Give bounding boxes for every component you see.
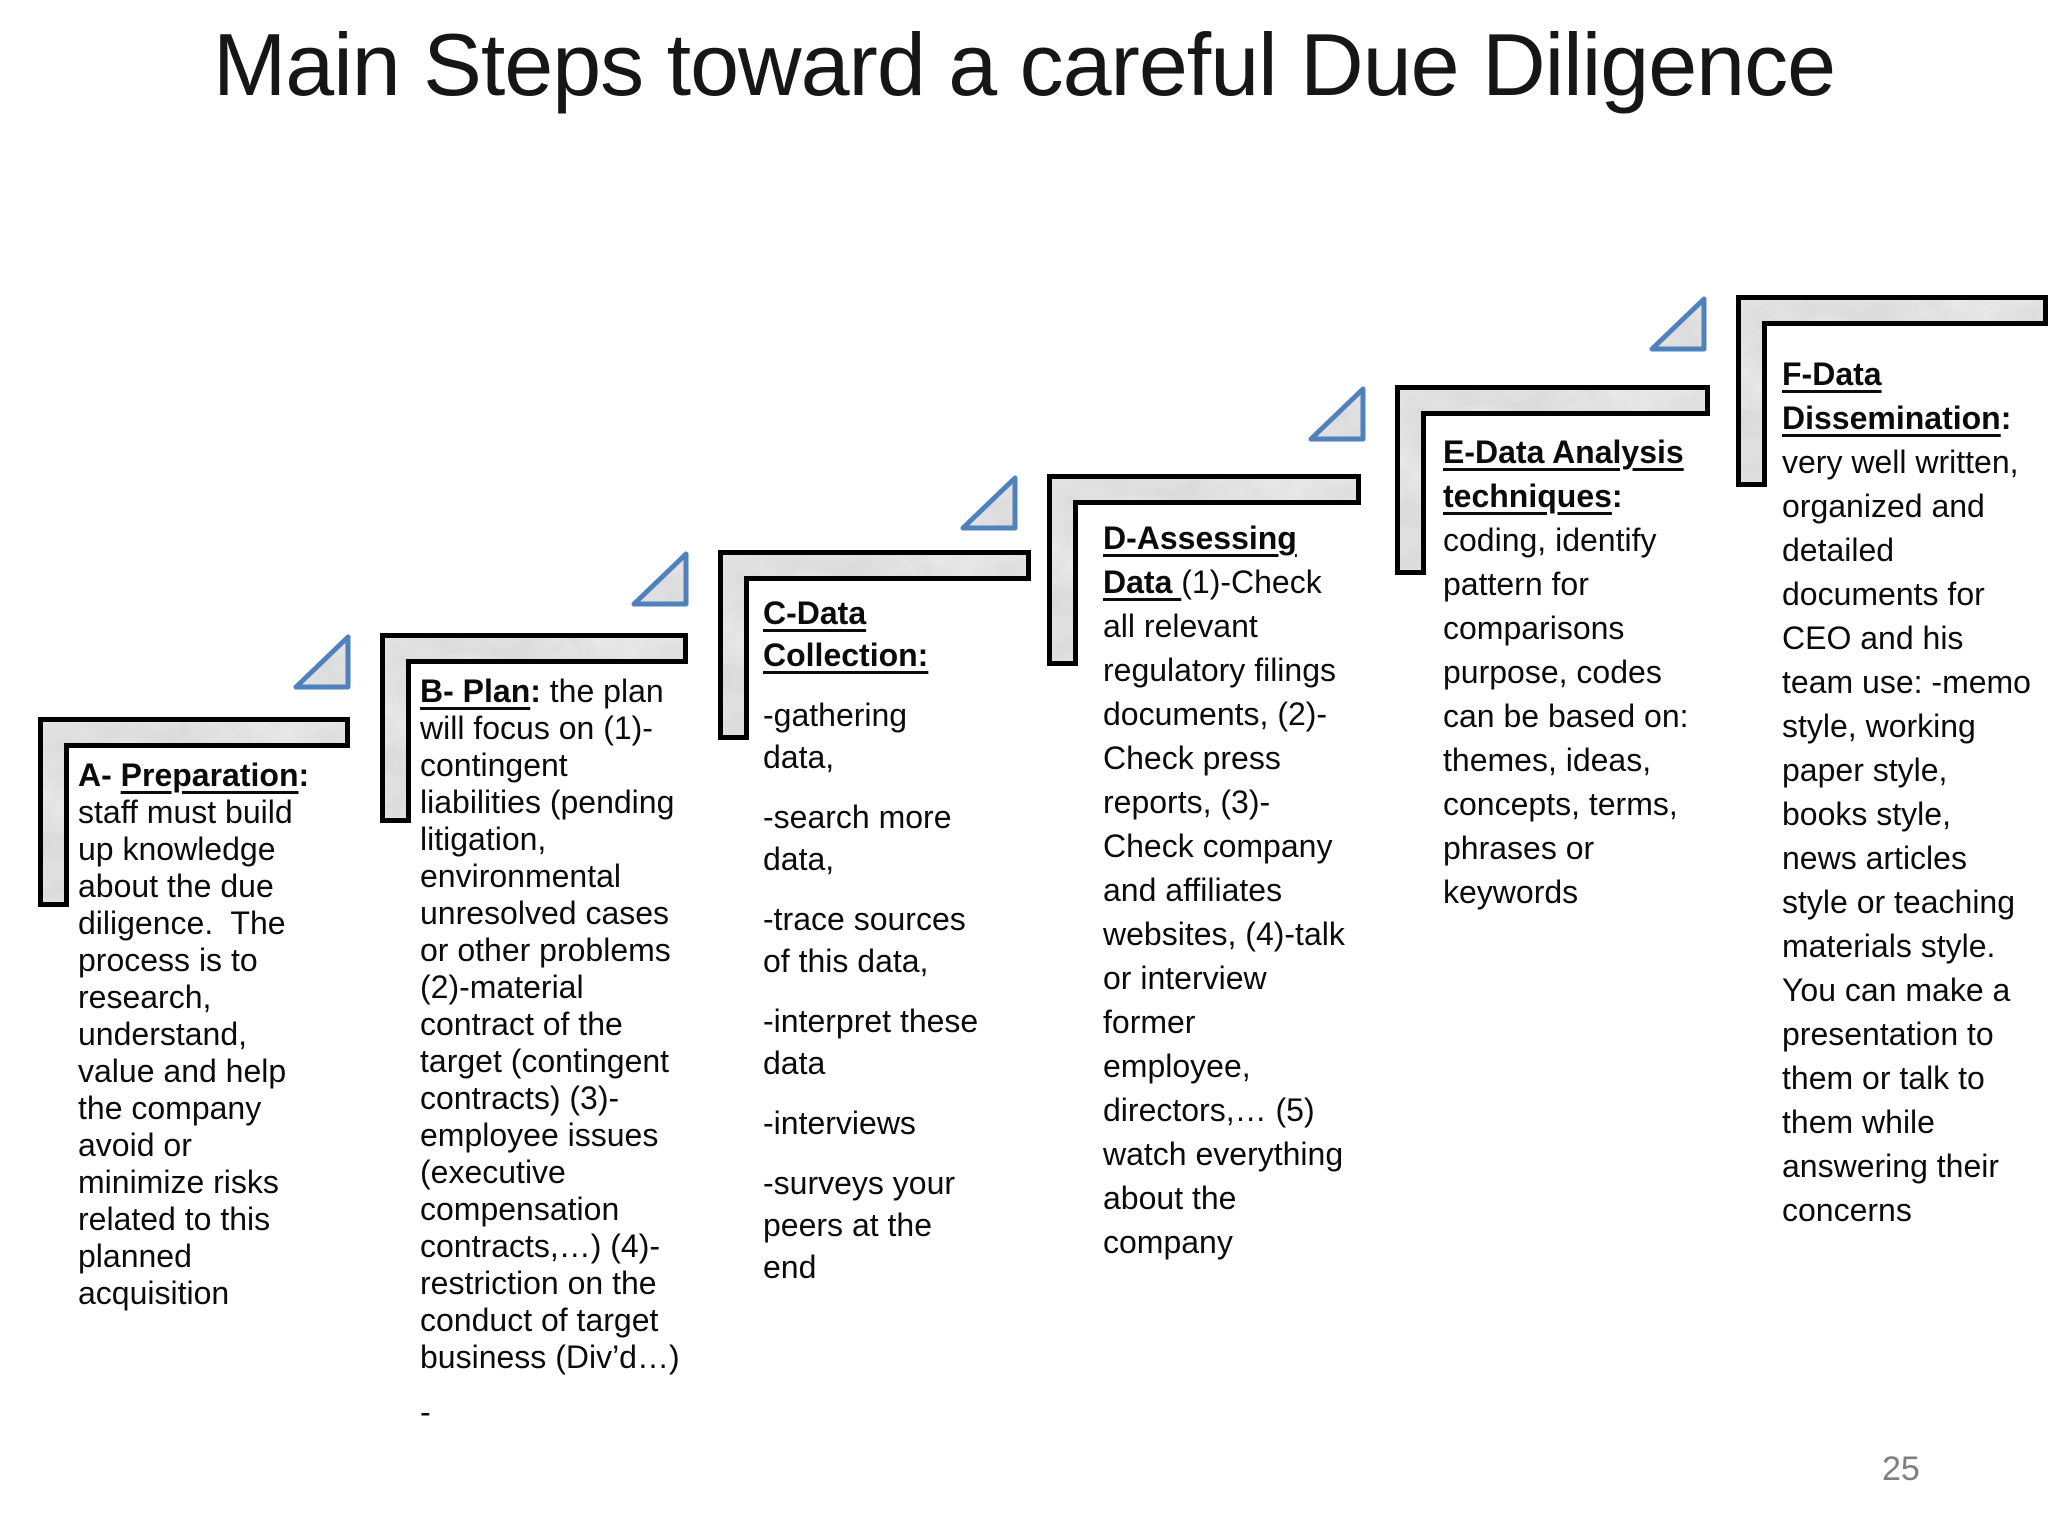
step-body: coding, identify pattern for comparisons… (1443, 522, 1689, 910)
step-corner-shape (38, 717, 350, 907)
step-corner-shape (718, 550, 1031, 740)
step-heading-suffix: : (298, 757, 310, 793)
step-text: B- Plan: the plan will focus on (1)-cont… (420, 673, 688, 1431)
step-text: F-Data Dissemination: very well written,… (1782, 352, 2034, 1232)
step-corner-shape (1736, 295, 2048, 487)
step-body: staff must build up knowledge about the … (78, 794, 293, 1311)
step-text: D-Assessing Data (1)-Check all relevant … (1103, 516, 1345, 1264)
step-triangle-marker (293, 634, 351, 690)
step-corner-shape (1047, 474, 1361, 666)
step-paragraph: -interpret these data (763, 1003, 979, 1081)
step-heading: F-Data Dissemination (1782, 356, 2001, 436)
step-heading: D-Assessing Data (1103, 520, 1297, 600)
step-paragraph: -trace sources of this data, (763, 901, 966, 979)
step-heading-suffix: : (1611, 478, 1623, 514)
step-paragraph: -search more data, (763, 799, 952, 877)
step-heading: C-Data Collection: (763, 595, 929, 673)
step-body: the plan will focus on (1)-contingent li… (420, 673, 680, 1375)
step-paragraph: -gathering data, (763, 697, 908, 775)
step-heading: Preparation (120, 757, 299, 793)
step-paragraph: -interviews (763, 1105, 916, 1141)
step-text: E-Data Analysis techniques: coding, iden… (1443, 430, 1695, 914)
step-corner-shape (380, 633, 688, 823)
step-heading-prefix: A- (78, 757, 121, 793)
step-body: (1)-Check all relevant regulatory filing… (1103, 564, 1345, 1260)
step-body: very well written, organized and detaile… (1782, 444, 2031, 1228)
step-paragraph: -surveys your peers at the end (763, 1165, 956, 1285)
step-heading-suffix: : (530, 673, 541, 709)
step-corner-shape (1395, 385, 1710, 575)
step-heading: B- Plan (420, 673, 531, 709)
step-text: A- Preparation: staff must build up know… (78, 757, 320, 1312)
step-text: C-Data Collection: -gathering data, -searc… (763, 592, 981, 1288)
step-heading: E-Data Analysis techniques (1443, 434, 1684, 514)
step-triangle-marker (1649, 296, 1707, 352)
step-heading-suffix: : (2000, 400, 2012, 436)
slide-title: Main Steps toward a careful Due Diligenc… (212, 15, 1836, 114)
step-triangle-marker (960, 475, 1018, 531)
step-paragraph: - (420, 1394, 431, 1430)
step-triangle-marker (631, 551, 689, 607)
page-number: 25 (1882, 1450, 1920, 1488)
step-triangle-marker (1308, 386, 1366, 442)
